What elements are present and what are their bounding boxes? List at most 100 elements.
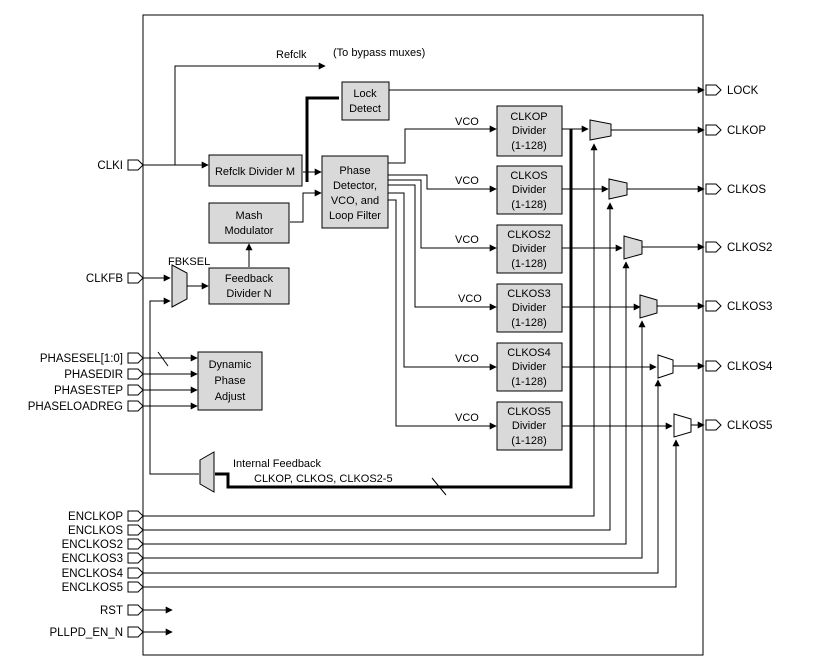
vco-label-clkop: VCO bbox=[455, 116, 479, 128]
vco-wire-clkos5 bbox=[388, 199, 497, 430]
mash-modulator-block: Mash Modulator bbox=[208, 202, 290, 244]
vco-label-clkos5: VCO bbox=[455, 412, 479, 424]
fbksel-mux: FBKSEL bbox=[168, 256, 210, 308]
pd-label-2: Detector, bbox=[333, 180, 377, 192]
pin-lock: LOCK bbox=[705, 84, 759, 97]
clkos2-mux bbox=[623, 235, 643, 260]
vco-wire-clkos2 bbox=[388, 179, 497, 252]
pin-enclkos: ENCLKOS bbox=[68, 524, 144, 537]
refclk-divider-label: Refclk Divider M bbox=[215, 166, 295, 178]
enclkos-wire bbox=[143, 202, 614, 531]
mash-label-2: Modulator bbox=[225, 225, 274, 237]
pd-label-4: Loop Filter bbox=[329, 210, 381, 222]
divider-clkos5-line2: Divider bbox=[512, 420, 547, 432]
pin-phasesel: PHASESEL[1:0] bbox=[40, 352, 144, 365]
pin-enclkos5: ENCLKOS5 bbox=[62, 581, 144, 594]
clkos5-label: CLKOS5 bbox=[727, 420, 772, 432]
pin-clkos5: CLKOS5 bbox=[705, 419, 772, 432]
pin-clkop: CLKOP bbox=[705, 124, 766, 137]
internal-feedback-bus bbox=[215, 129, 573, 489]
divider-clkos3-line2: Divider bbox=[512, 302, 547, 314]
divider-clkos5-name: CLKOS5 bbox=[507, 406, 550, 418]
divider-clkos5: CLKOS5 Divider (1-128) VCO bbox=[455, 401, 563, 451]
pllpd-en-n-label: PLLPD_EN_N bbox=[49, 627, 123, 639]
clkos3-label: CLKOS3 bbox=[727, 301, 772, 313]
enclkop-wire bbox=[143, 143, 598, 517]
bypass-label: (To bypass muxes) bbox=[333, 47, 425, 59]
divider-clkos5-range: (1-128) bbox=[511, 435, 546, 447]
divider-clkop-range: (1-128) bbox=[511, 140, 546, 152]
internal-feedback-label-1: Internal Feedback bbox=[233, 458, 322, 470]
feedback-label-1: Feedback bbox=[225, 273, 274, 285]
enclkos-label: ENCLKOS bbox=[68, 525, 123, 537]
enclkos3-label: ENCLKOS3 bbox=[62, 553, 123, 565]
divider-clkop-line2: Divider bbox=[512, 125, 547, 137]
enclkop-label: ENCLKOP bbox=[68, 511, 123, 523]
fbksel-label: FBKSEL bbox=[168, 256, 210, 268]
internal-feedback-label-2: CLKOP, CLKOS, CLKOS2-5 bbox=[254, 473, 393, 485]
enclkos2-label: ENCLKOS2 bbox=[62, 539, 123, 551]
pll-frame bbox=[142, 14, 704, 656]
clkos2-label: CLKOS2 bbox=[727, 242, 772, 254]
rst-label: RST bbox=[100, 605, 123, 617]
pin-enclkop: ENCLKOP bbox=[68, 510, 144, 523]
pin-clkos3: CLKOS3 bbox=[705, 300, 772, 313]
clkos-label: CLKOS bbox=[727, 184, 766, 196]
vco-label-clkos4: VCO bbox=[455, 353, 479, 365]
dpa-label-3: Adjust bbox=[215, 391, 246, 403]
mash-to-pd-wire bbox=[290, 189, 322, 223]
pin-clkos4: CLKOS4 bbox=[705, 360, 773, 373]
phasesel-slash bbox=[157, 351, 169, 367]
divider-clkos4-range: (1-128) bbox=[511, 376, 546, 388]
pin-enclkos4: ENCLKOS4 bbox=[62, 567, 144, 580]
dpa-label-2: Phase bbox=[214, 375, 245, 387]
divider-clkop: CLKOP Divider (1-128) VCO bbox=[455, 105, 563, 157]
int-fb-to-fbksel-wire bbox=[149, 297, 199, 475]
dpa-label-1: Dynamic bbox=[209, 359, 252, 371]
clkos4-label: CLKOS4 bbox=[727, 361, 773, 373]
pin-clkos2: CLKOS2 bbox=[705, 241, 772, 254]
divider-clkop-name: CLKOP bbox=[510, 111, 547, 123]
mash-label-1: Mash bbox=[236, 210, 263, 222]
clkos-mux bbox=[608, 178, 628, 200]
enclkos3-wire bbox=[143, 320, 646, 559]
bus-slash bbox=[431, 477, 447, 496]
enclkos5-wire bbox=[143, 439, 680, 588]
lock-feedback-bus bbox=[305, 96, 339, 182]
pin-enclkos2: ENCLKOS2 bbox=[62, 538, 144, 551]
clkos5-mux bbox=[673, 413, 692, 438]
vco-wire-clkos4 bbox=[388, 192, 497, 371]
dynamic-phase-adjust-block: Dynamic Phase Adjust bbox=[197, 351, 263, 411]
pin-clkos: CLKOS bbox=[705, 183, 766, 196]
enclkos4-wire bbox=[143, 379, 662, 574]
vco-label-clkos3: VCO bbox=[458, 293, 482, 305]
divider-clkos: CLKOS Divider (1-128) VCO bbox=[455, 165, 563, 215]
clkop-label: CLKOP bbox=[727, 125, 766, 137]
divider-clkos4-name: CLKOS4 bbox=[507, 347, 550, 359]
lock-detect-label-1: Lock bbox=[353, 88, 377, 100]
phaseloadreg-label: PHASELOADREG bbox=[28, 401, 123, 413]
feedback-divider-block: Feedback Divider N bbox=[208, 267, 290, 305]
pin-clki: CLKI bbox=[97, 159, 144, 172]
clkfb-label: CLKFB bbox=[86, 273, 123, 285]
feedback-label-2: Divider N bbox=[226, 288, 271, 300]
internal-feedback-mux bbox=[199, 451, 215, 493]
vco-wire-clkos bbox=[388, 174, 497, 193]
divider-clkos4-line2: Divider bbox=[512, 361, 547, 373]
divider-clkos-name: CLKOS bbox=[510, 170, 547, 182]
vco-wire-clkos3 bbox=[388, 184, 497, 311]
divider-clkos2: CLKOS2 Divider (1-128) VCO bbox=[455, 224, 563, 274]
lock-detect-label-2: Detect bbox=[349, 103, 381, 115]
pin-phasestep: PHASESTEP bbox=[54, 384, 144, 397]
clkos4-mux bbox=[657, 354, 674, 379]
lock-label: LOCK bbox=[727, 85, 759, 97]
enclkos5-label: ENCLKOS5 bbox=[62, 582, 123, 594]
phasesel-label: PHASESEL[1:0] bbox=[40, 353, 123, 365]
phasestep-label: PHASESTEP bbox=[54, 385, 123, 397]
vco-label-clkos: VCO bbox=[455, 175, 479, 187]
pd-label-3: VCO, and bbox=[331, 195, 379, 207]
clkop-mux bbox=[589, 119, 612, 141]
phase-detector-block: Phase Detector, VCO, and Loop Filter bbox=[321, 155, 389, 229]
refclk-divider-block: Refclk Divider M bbox=[208, 154, 303, 187]
pin-phasedir: PHASEDIR bbox=[64, 368, 144, 381]
